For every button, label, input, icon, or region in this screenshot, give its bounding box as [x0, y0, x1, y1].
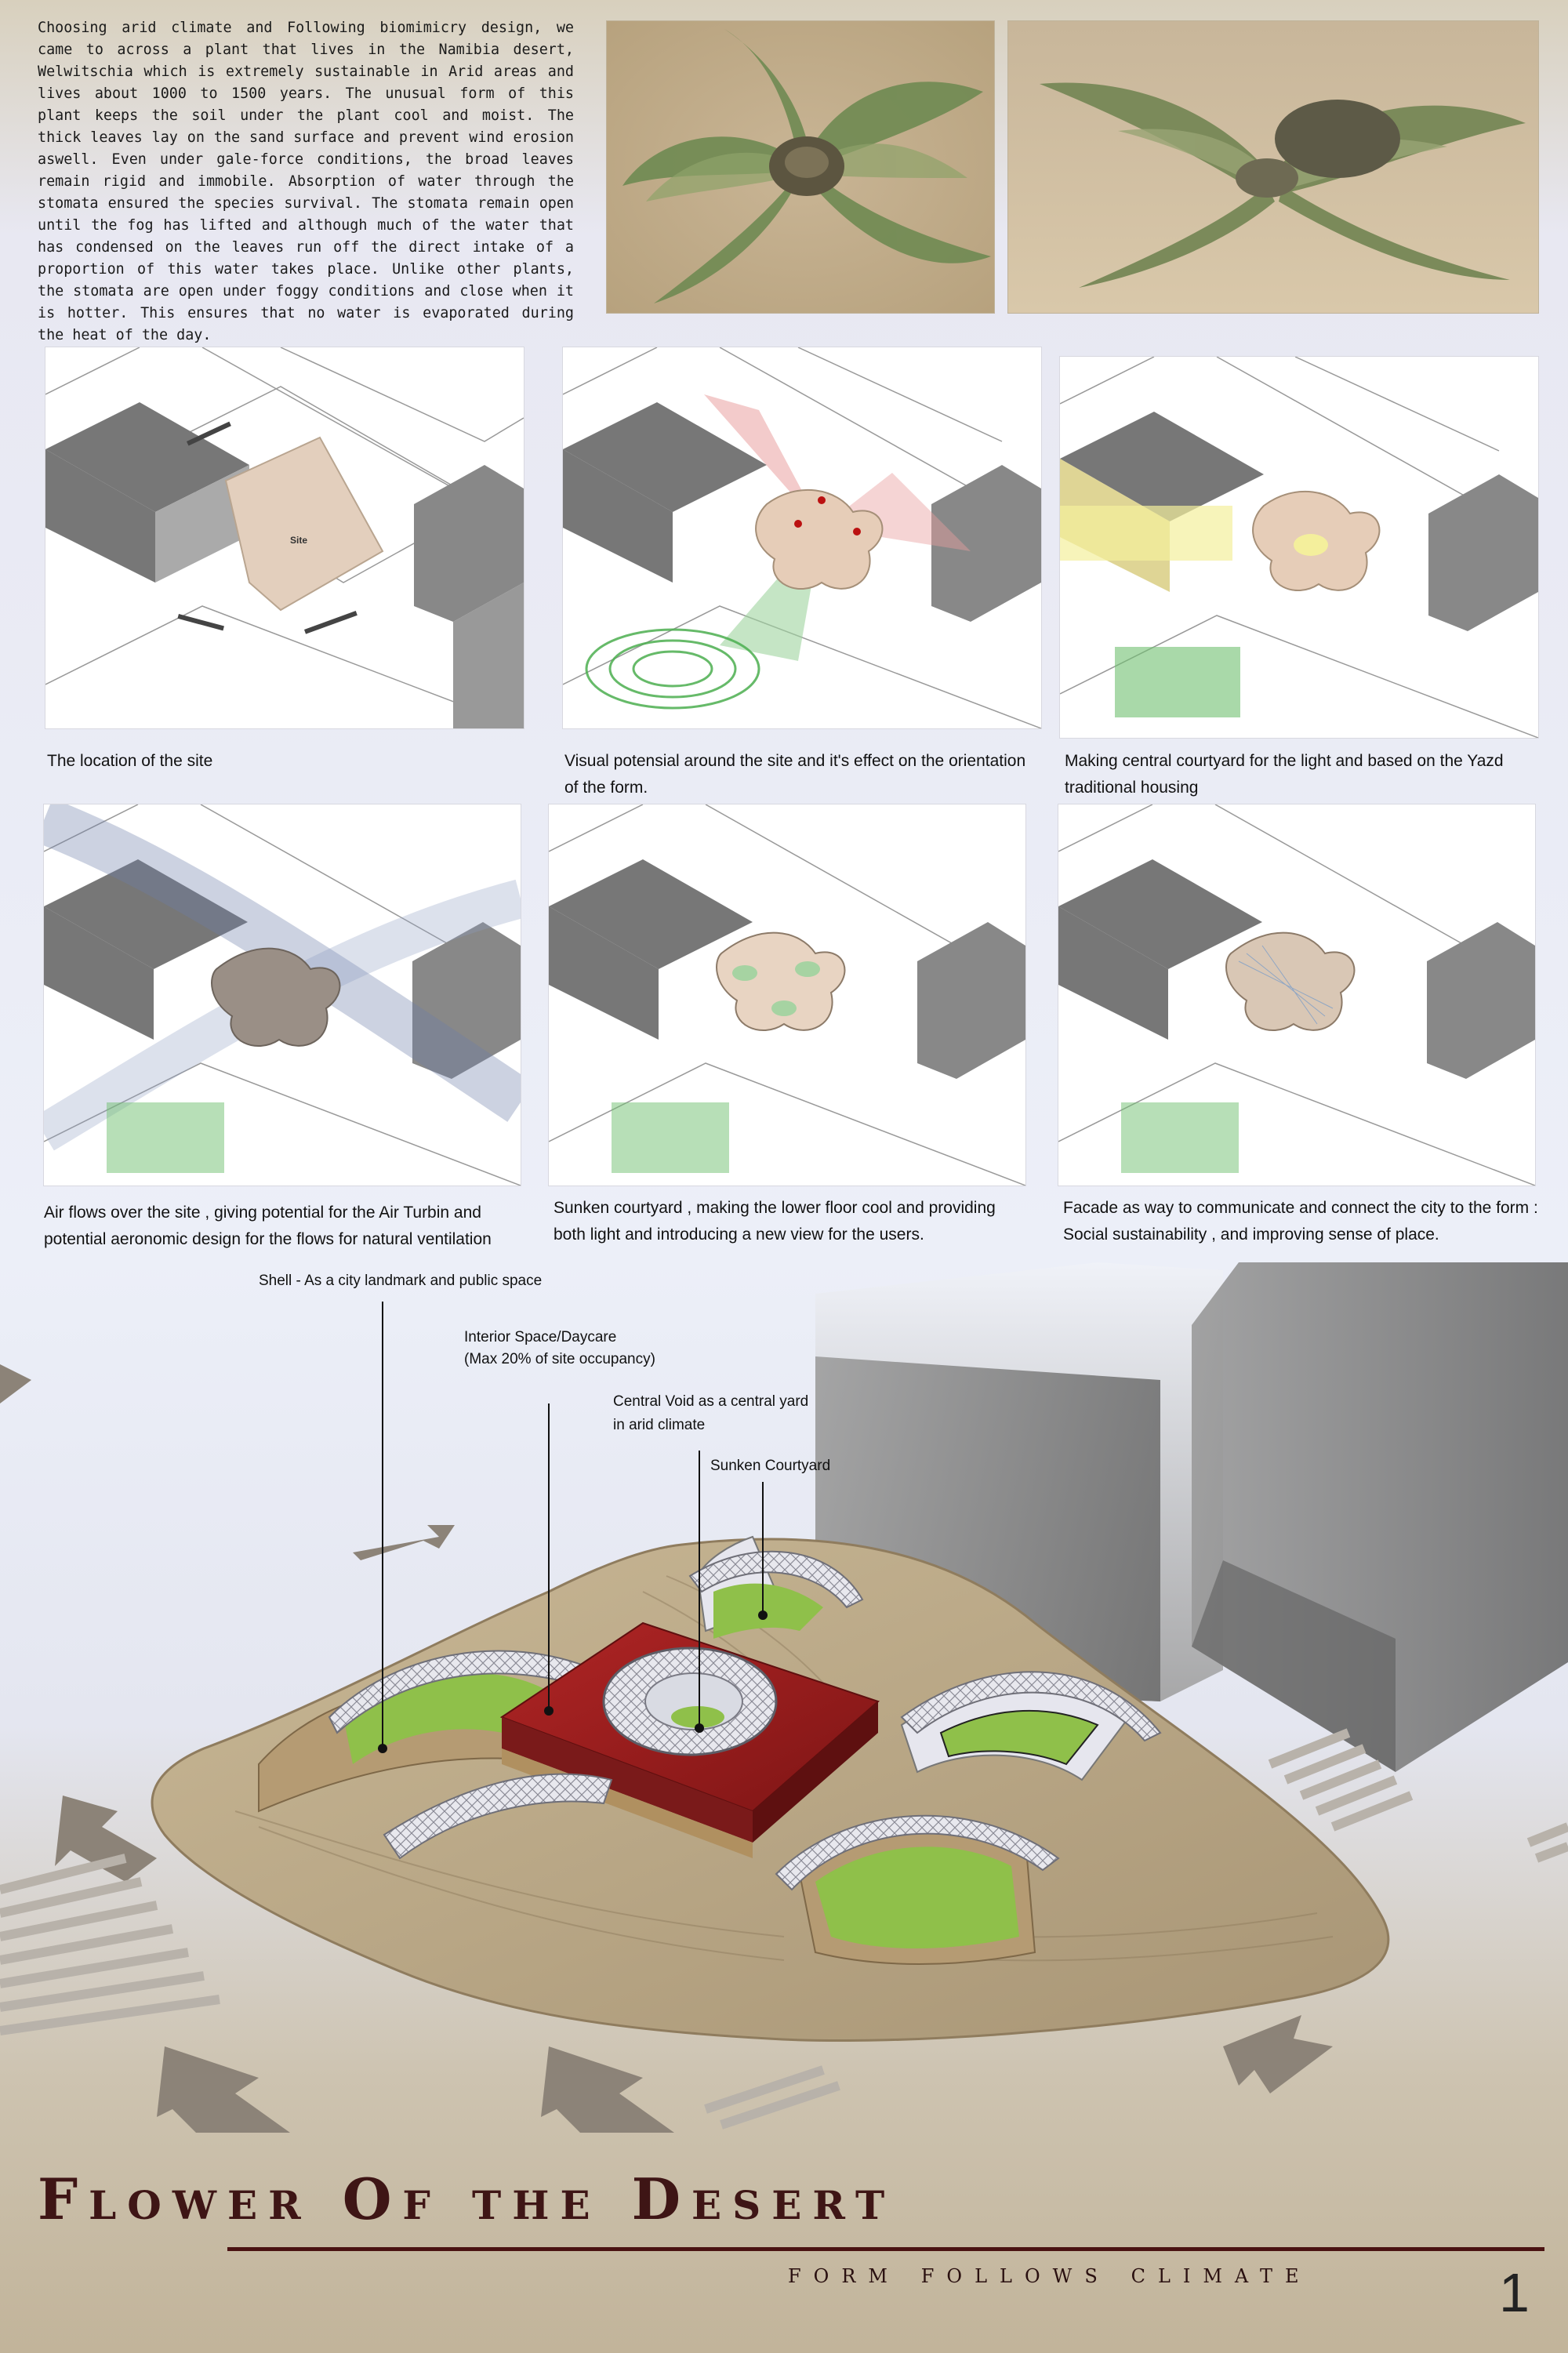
diagram-central-courtyard: [1060, 357, 1538, 738]
caption-sunken-courtyard: Sunken courtyard , making the lower floo…: [554, 1199, 996, 1244]
page-title: Flower Of the Desert: [38, 2166, 896, 2232]
main-render: [0, 1262, 1568, 2133]
welwitschia-photo-2: [1007, 20, 1539, 314]
diagram-visual-potential: [563, 347, 1041, 728]
callout-interior-line1: Interior Space/Daycare: [464, 1329, 617, 1345]
callout-void-line1: Central Void as a central yard: [613, 1393, 809, 1410]
callout-sunken: Sunken Courtyard: [710, 1458, 831, 1474]
page-number: 1: [1499, 2262, 1530, 2323]
page-subtitle: form follows climate: [788, 2258, 1312, 2289]
welwitschia-photo-1: [606, 20, 995, 314]
caption-facade: Facade as way to communicate and connect…: [1063, 1199, 1538, 1244]
site-label: Site: [290, 535, 307, 546]
caption-site-location: The location of the site: [47, 752, 213, 770]
diagram-facade: [1058, 804, 1535, 1186]
diagram-sunken-courtyard: [549, 804, 1025, 1186]
title-rule: [227, 2247, 1544, 2251]
caption-visual-potential: Visual potensial around the site and it'…: [564, 752, 1026, 797]
diagram-site-location: Site: [45, 347, 524, 728]
callout-interior-line2: (Max 20% of site occupancy): [464, 1351, 655, 1367]
caption-central-courtyard: Making central courtyard for the light a…: [1065, 752, 1504, 797]
callout-void-line2: in arid climate: [613, 1417, 706, 1433]
intro-paragraph: Choosing arid climate and Following biom…: [38, 20, 574, 343]
callout-shell: Shell - As a city landmark and public sp…: [259, 1273, 543, 1289]
diagram-air-flow: [44, 804, 521, 1186]
caption-air-flow: Air flows over the site , giving potenti…: [44, 1204, 492, 1248]
